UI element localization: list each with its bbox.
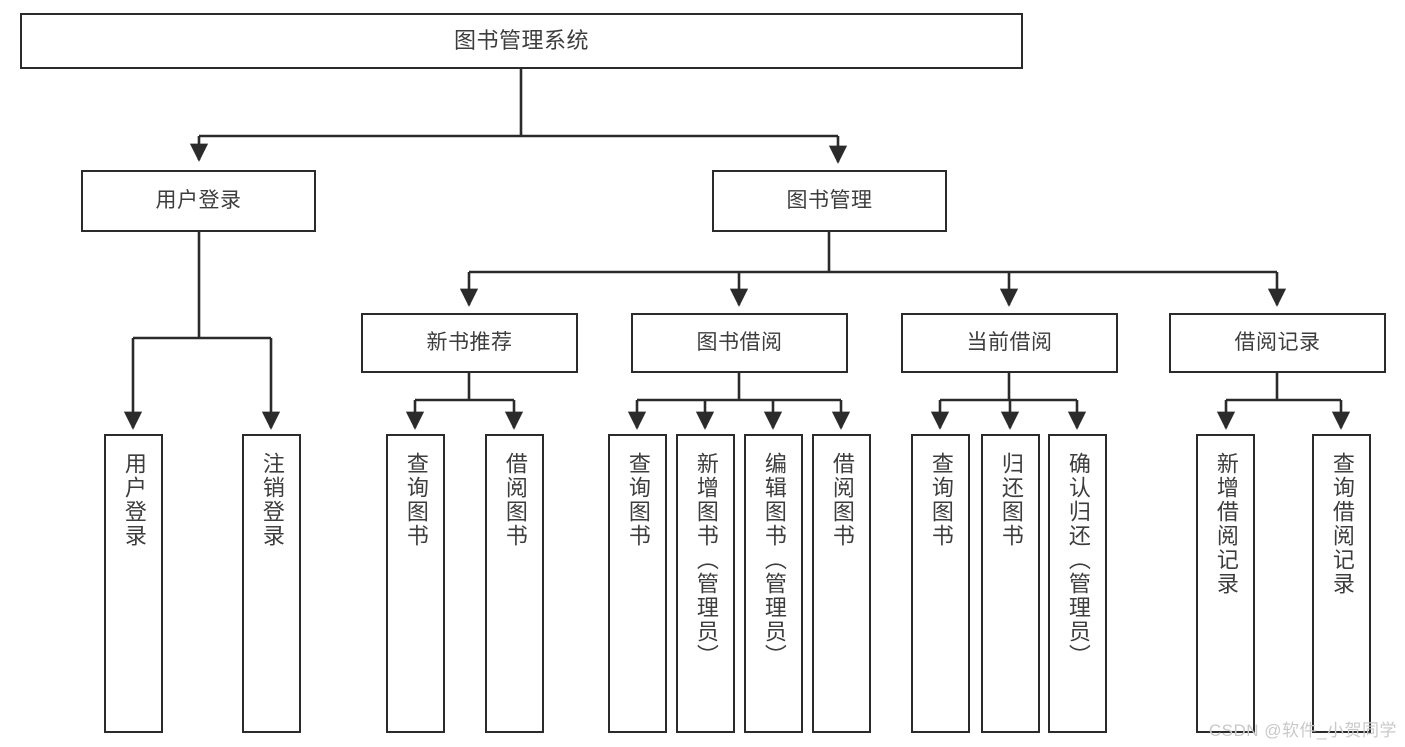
leaf-current-borrow-confirm-return-admin[interactable]: 确认归还（管理员）: [1048, 434, 1107, 733]
node-label: 图书管理: [786, 188, 873, 212]
node-label: 新增借阅记录: [1213, 452, 1239, 596]
node-label: 注销登录: [259, 452, 285, 548]
node-label: 查询图书: [403, 452, 429, 548]
leaf-current-borrow-query-book[interactable]: 查询图书: [911, 434, 970, 733]
node-label: 查询图书: [928, 452, 954, 548]
node-user-login[interactable]: 用户登录: [81, 170, 316, 232]
leaf-book-borrow-add-book-admin[interactable]: 新增图书（管理员）: [676, 434, 735, 733]
leaf-current-borrow-return-book[interactable]: 归还图书: [981, 434, 1040, 733]
node-label: 编辑图书（管理员）: [761, 452, 787, 668]
node-borrow-record[interactable]: 借阅记录: [1169, 313, 1386, 373]
node-new-book-recommend[interactable]: 新书推荐: [361, 313, 578, 373]
node-current-borrow[interactable]: 当前借阅: [901, 313, 1118, 373]
leaf-new-book-borrow-book[interactable]: 借阅图书: [485, 434, 544, 733]
node-label: 用户登录: [155, 188, 242, 212]
leaf-new-book-query-book[interactable]: 查询图书: [386, 434, 445, 733]
node-label: 确认归还（管理员）: [1065, 452, 1091, 668]
node-label: 借阅图书: [829, 452, 855, 548]
node-label: 新书推荐: [426, 330, 513, 354]
leaf-book-borrow-edit-book-admin[interactable]: 编辑图书（管理员）: [744, 434, 803, 733]
node-label: 当前借阅: [966, 330, 1053, 354]
leaf-book-borrow-query-book[interactable]: 查询图书: [608, 434, 667, 733]
node-label: 用户登录: [121, 452, 147, 548]
node-label: 借阅记录: [1234, 330, 1321, 354]
node-book-management[interactable]: 图书管理: [712, 170, 947, 232]
leaf-borrow-record-add-record[interactable]: 新增借阅记录: [1196, 434, 1255, 733]
node-label: 借阅图书: [502, 452, 528, 548]
node-root-book-management-system[interactable]: 图书管理系统: [20, 13, 1023, 69]
leaf-borrow-record-query-record[interactable]: 查询借阅记录: [1312, 434, 1371, 733]
csdn-watermark: CSDN @软件_小贺同学: [1208, 721, 1397, 740]
node-book-borrow[interactable]: 图书借阅: [631, 313, 848, 373]
leaf-book-borrow-borrow-book[interactable]: 借阅图书: [812, 434, 871, 733]
node-label: 新增图书（管理员）: [693, 452, 719, 668]
leaf-user-login-login[interactable]: 用户登录: [104, 434, 163, 733]
node-label: 图书管理系统: [453, 28, 589, 54]
leaf-user-login-logout[interactable]: 注销登录: [242, 434, 301, 733]
node-label: 查询借阅记录: [1329, 452, 1355, 596]
node-label: 查询图书: [625, 452, 651, 548]
node-label: 图书借阅: [696, 330, 783, 354]
node-label: 归还图书: [998, 452, 1024, 548]
